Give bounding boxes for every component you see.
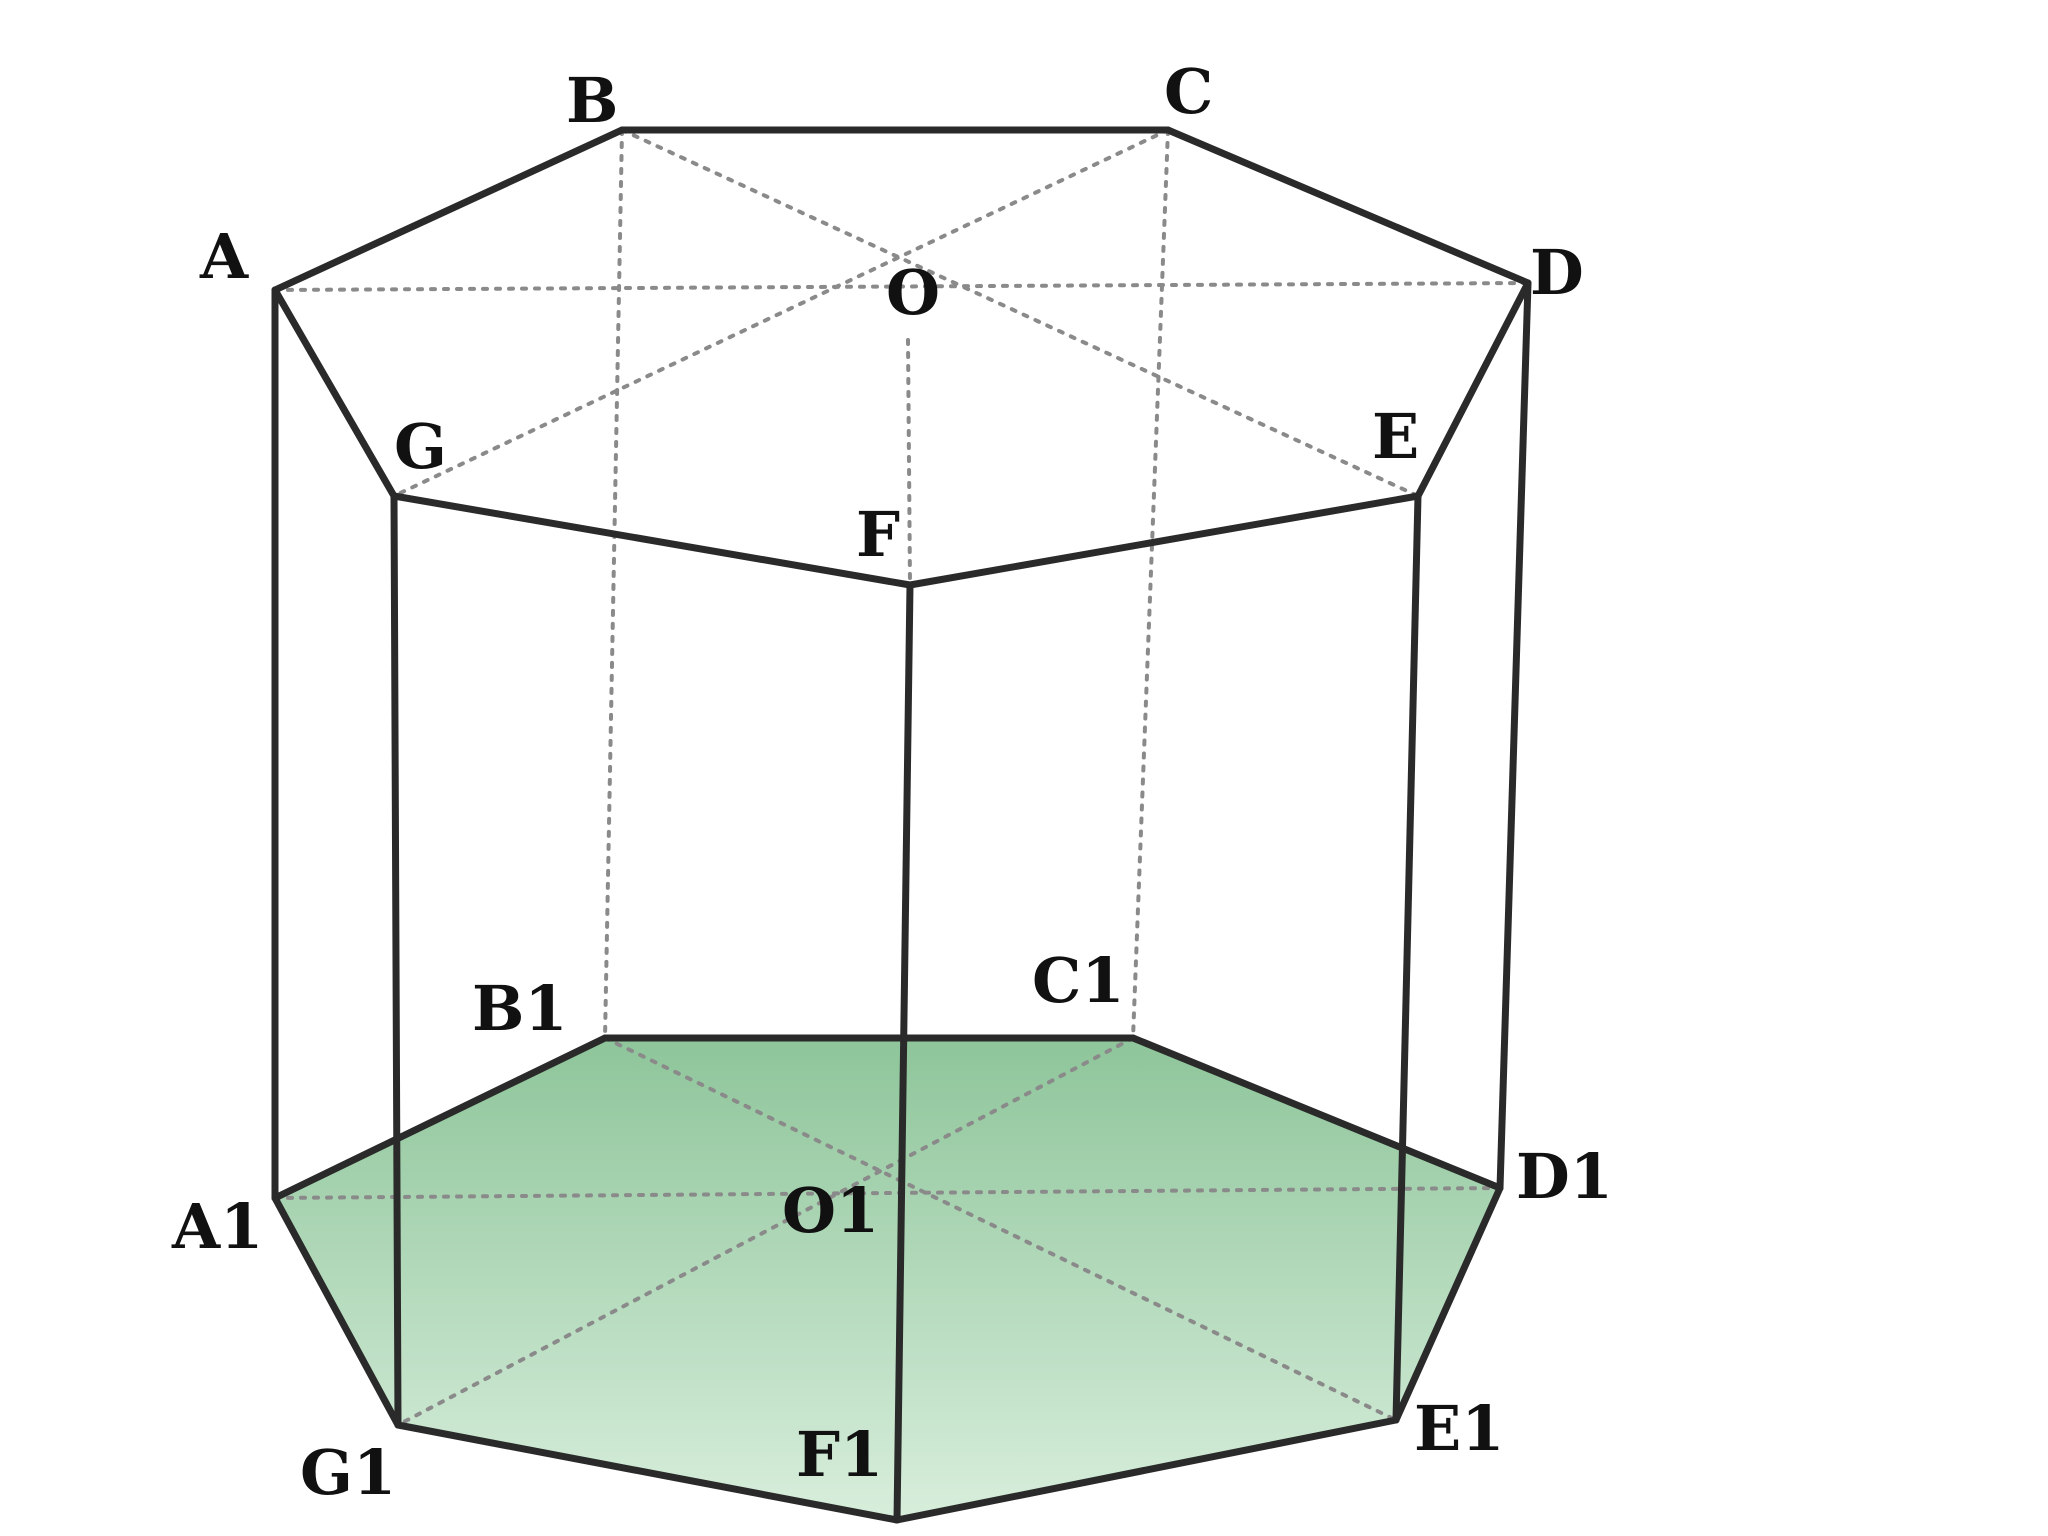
- label-B1: B1: [472, 972, 568, 1045]
- label-D1: D1: [1516, 1140, 1613, 1213]
- edge-F1-G1: [394, 1421, 901, 1524]
- edge-E-F: [906, 492, 1422, 589]
- label-E1: E1: [1414, 1392, 1504, 1465]
- hidden-edge-A1-D1: [273, 1186, 1502, 1200]
- hidden-edge-B1-E1: [603, 1036, 1398, 1422]
- label-G1: G1: [300, 1436, 396, 1509]
- vertex-labels: A B C D E F G O A1 B1 C1 D1 E1 F1 G1 O1: [171, 55, 1613, 1509]
- edge-G-A: [271, 286, 398, 500]
- hidden-edge-A-D: [273, 281, 1530, 292]
- edge-D1-E1: [1392, 1184, 1504, 1424]
- edge-D-E: [1414, 279, 1532, 500]
- bottom-base-face: [275, 1038, 1500, 1520]
- label-B: B: [566, 64, 618, 137]
- visible-edges: [271, 126, 1532, 1524]
- hidden-edge-O-F: [906, 338, 912, 587]
- edge-A1-B1: [271, 1034, 609, 1202]
- label-A: A: [199, 220, 249, 293]
- label-F: F: [856, 498, 900, 571]
- label-E: E: [1372, 400, 1419, 473]
- label-C1: C1: [1032, 944, 1125, 1017]
- hidden-edge-B-B1: [603, 128, 624, 1040]
- hidden-edge-C-G: [392, 128, 1170, 498]
- edge-C1-D1: [1129, 1034, 1504, 1192]
- hidden-edge-C-C1: [1131, 128, 1170, 1040]
- edge-E1-F1: [893, 1416, 1400, 1524]
- edge-E-E1: [1392, 492, 1422, 1424]
- label-F1: F1: [796, 1418, 883, 1491]
- hidden-edges: [273, 128, 1530, 1522]
- edge-D-D1: [1496, 279, 1532, 1192]
- label-O: O: [886, 256, 940, 329]
- edge-C-D: [1164, 126, 1532, 287]
- edge-A-B: [271, 126, 626, 294]
- label-O1: O1: [782, 1174, 879, 1247]
- label-C: C: [1164, 55, 1213, 128]
- edge-G1-A1: [271, 1194, 402, 1429]
- hidden-edge-B-E: [620, 128, 1420, 498]
- label-A1: A1: [171, 1190, 263, 1263]
- edge-G-G1: [390, 492, 402, 1429]
- edge-F-F1: [893, 581, 914, 1524]
- label-D: D: [1530, 236, 1584, 309]
- edge-F-G: [390, 492, 914, 589]
- label-G: G: [394, 410, 447, 483]
- hidden-edge-C1-G1: [396, 1036, 1135, 1427]
